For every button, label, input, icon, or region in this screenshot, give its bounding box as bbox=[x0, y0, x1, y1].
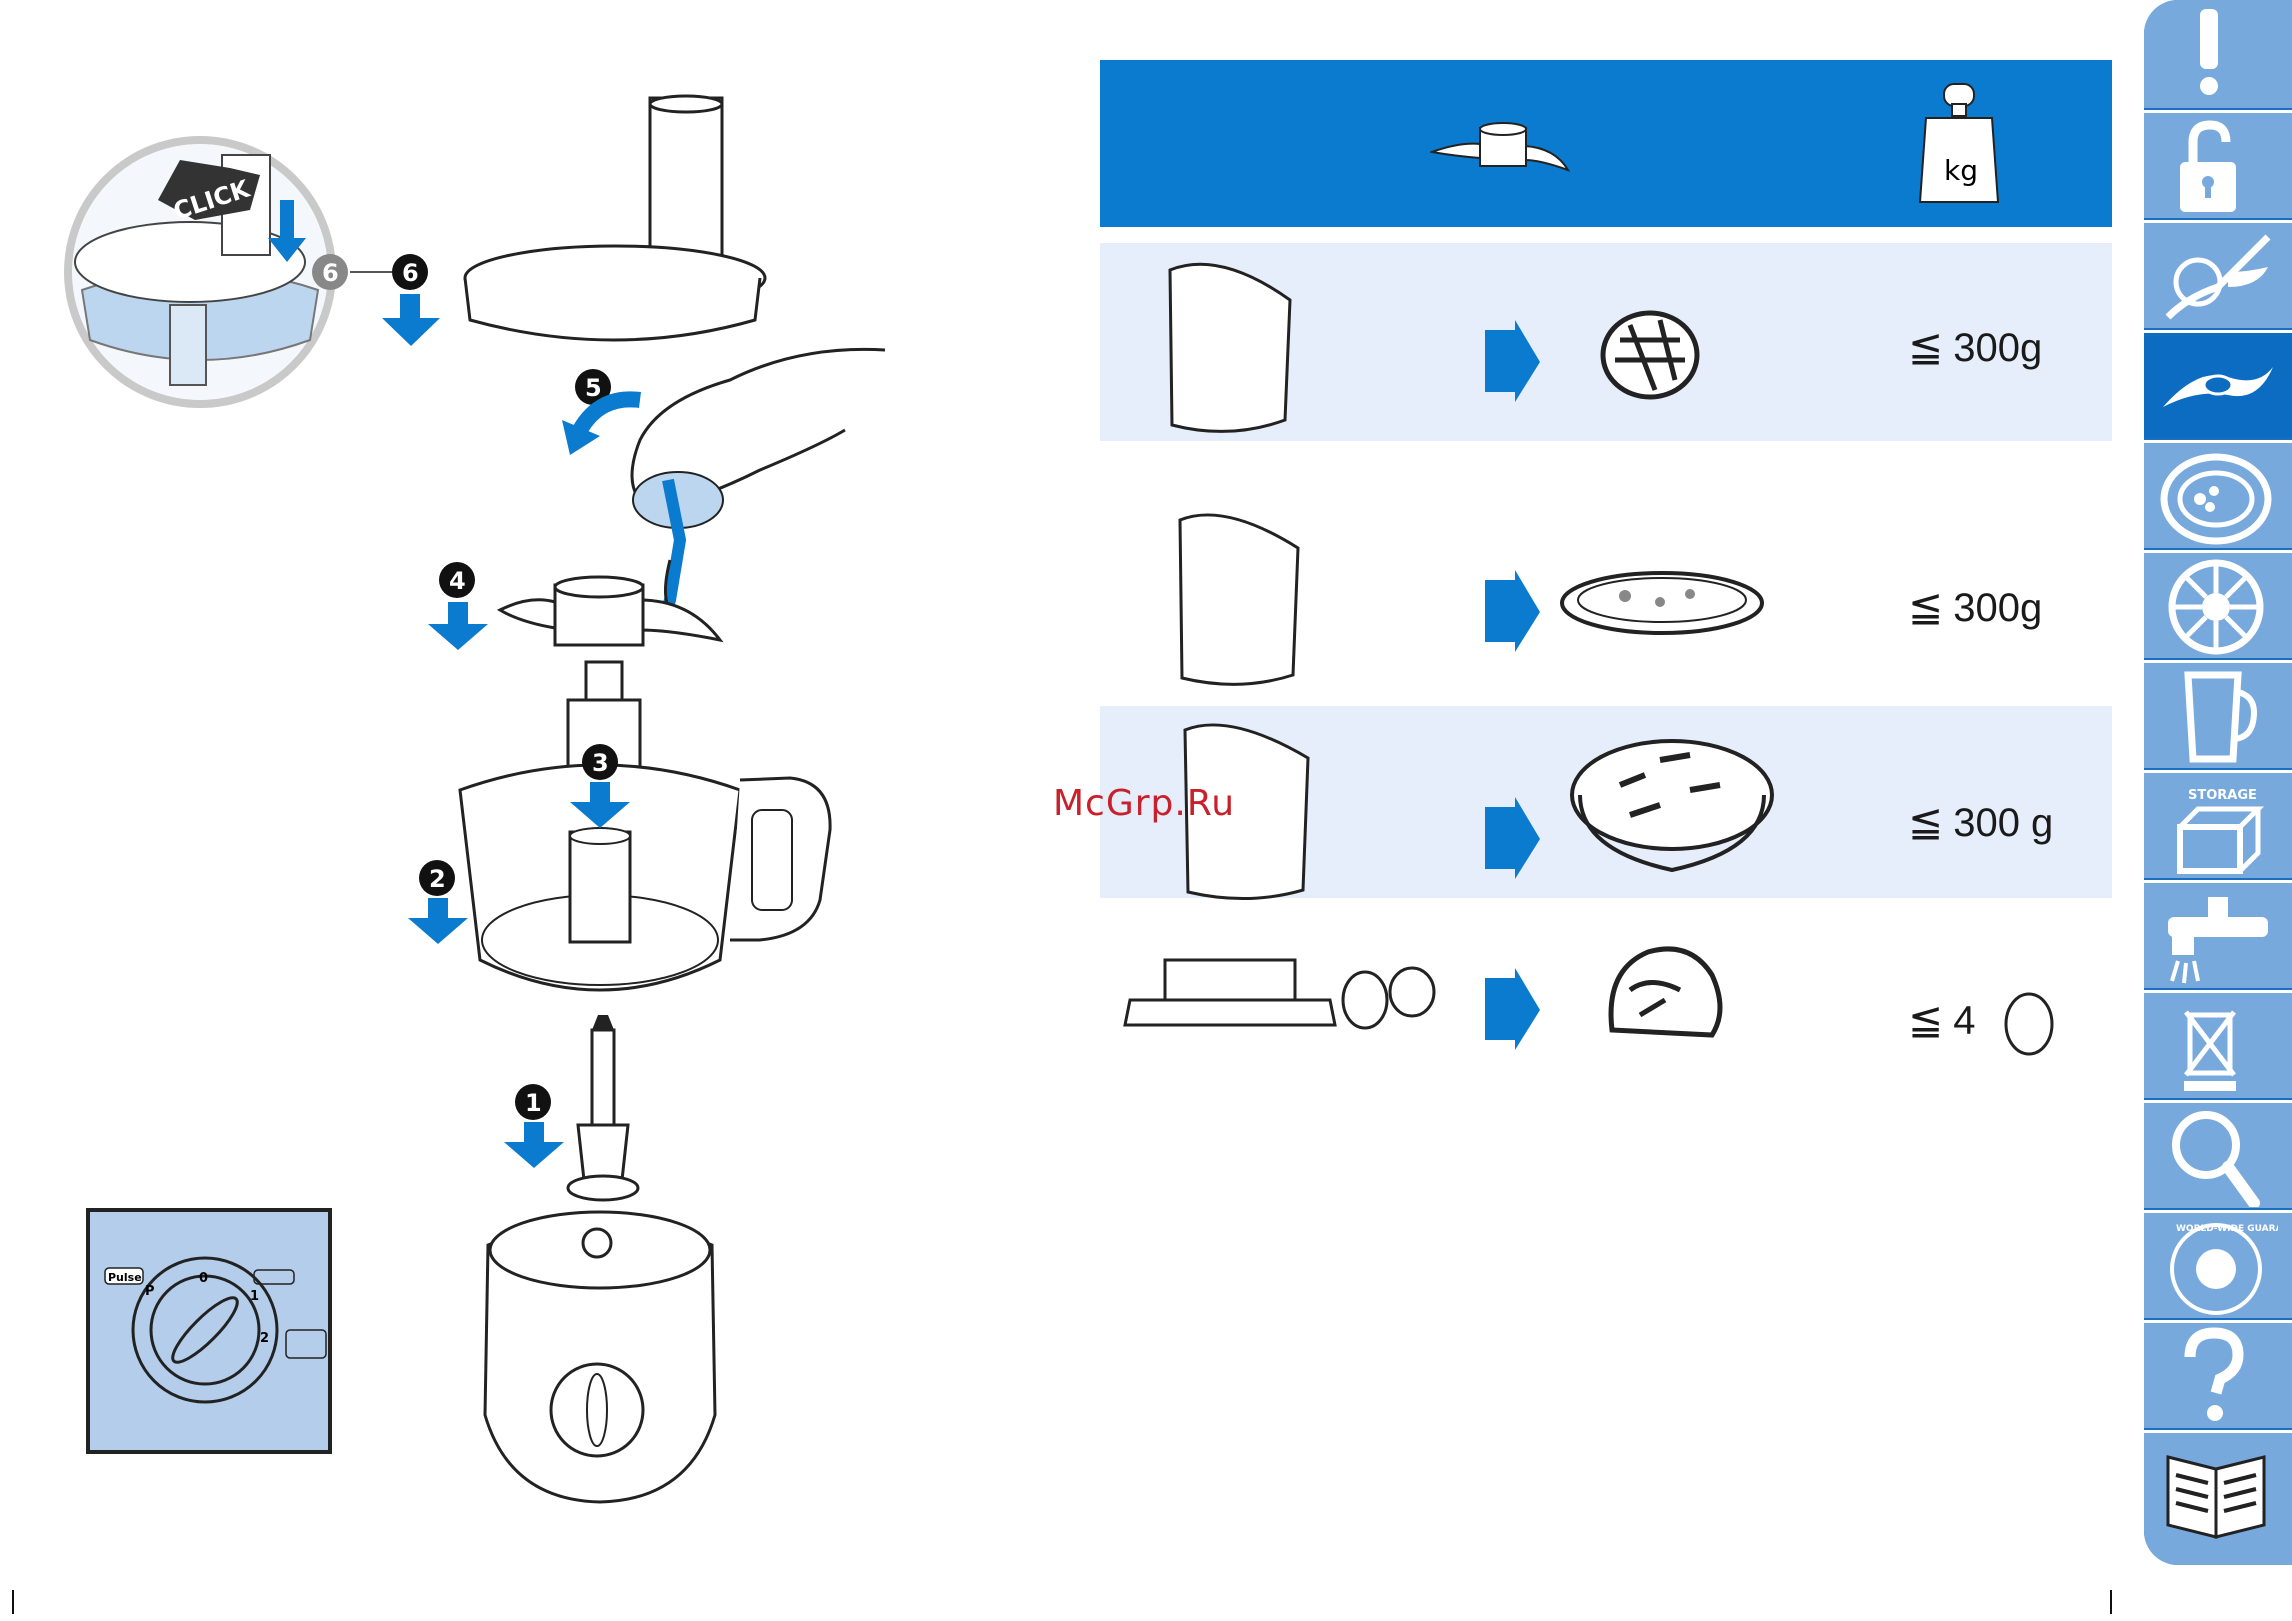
disc-icon bbox=[2158, 447, 2278, 547]
crop-mark-left bbox=[12, 1590, 14, 1614]
tab-guarantee[interactable]: WORLD-WIDE GUARANTEE bbox=[2144, 1210, 2292, 1318]
weight-unit-label: kg bbox=[1944, 154, 1978, 187]
blade-icon bbox=[1430, 112, 1570, 182]
tab-kneading-blade[interactable] bbox=[2144, 330, 2292, 438]
question-icon bbox=[2158, 1327, 2278, 1427]
table-header: kg bbox=[1100, 60, 2112, 227]
less-equal-symbol: ≦ bbox=[1908, 797, 1943, 846]
tab-question[interactable] bbox=[2144, 1320, 2292, 1428]
less-equal-symbol: ≦ bbox=[1908, 995, 1943, 1044]
control-dial-detail: Pulse P 0 1 2 bbox=[88, 1210, 330, 1452]
svg-text:4: 4 bbox=[449, 567, 466, 595]
search-icon bbox=[2158, 1107, 2278, 1207]
weight-kg-icon: kg bbox=[1918, 80, 2000, 210]
tab-warning[interactable] bbox=[2144, 0, 2292, 108]
table-row-3 bbox=[1185, 725, 1772, 899]
tab-unlock[interactable] bbox=[2144, 110, 2292, 218]
arrow-right-icon bbox=[1485, 797, 1540, 879]
quantity-row-3: ≦300 g bbox=[1908, 797, 2053, 846]
egg-icon bbox=[2001, 990, 2057, 1056]
tab-disc[interactable] bbox=[2144, 440, 2292, 548]
butter-eggs-icon bbox=[1125, 960, 1434, 1028]
tab-search[interactable] bbox=[2144, 1100, 2292, 1208]
jug-icon bbox=[2158, 667, 2278, 767]
svg-text:6: 6 bbox=[322, 259, 339, 287]
no-disposal-icon bbox=[2158, 997, 2278, 1097]
tab-manual[interactable] bbox=[2144, 1430, 2292, 1565]
quantity-row-2: ≦300g bbox=[1908, 582, 2042, 631]
svg-text:6: 6 bbox=[402, 259, 419, 287]
quantity-row-1: ≦300g bbox=[1908, 322, 2042, 371]
lid-with-feed-tube bbox=[465, 96, 765, 340]
manual-book-icon bbox=[2158, 1437, 2278, 1547]
svg-text:5: 5 bbox=[585, 374, 602, 402]
svg-text:2: 2 bbox=[429, 865, 446, 893]
pie-icon bbox=[1572, 741, 1772, 870]
dial-two-label: 2 bbox=[260, 1331, 269, 1346]
table-row-1 bbox=[1170, 264, 1697, 431]
dial-zero-label: 0 bbox=[199, 1271, 208, 1286]
assembly-illustration: CLICK 6 6 5 4 bbox=[0, 0, 1000, 1621]
motor-base bbox=[485, 1212, 715, 1502]
bowl: 3 2 bbox=[408, 662, 830, 990]
water-tap-icon bbox=[2158, 887, 2278, 987]
unlock-icon bbox=[2158, 117, 2258, 217]
guarantee-label: WORLD-WIDE GUARANTEE bbox=[2176, 1224, 2278, 1234]
click-detail-circle: CLICK bbox=[68, 140, 332, 404]
tab-storage[interactable]: STORAGE bbox=[2144, 770, 2292, 878]
flour-bag-icon bbox=[1180, 515, 1298, 684]
dial-p-label: P bbox=[145, 1284, 155, 1299]
table-row-2 bbox=[1180, 515, 1762, 684]
storage-label: STORAGE bbox=[2188, 788, 2257, 803]
arrow-right-icon bbox=[1485, 968, 1540, 1050]
kneading-blade-icon bbox=[2158, 337, 2278, 437]
tab-knife-blade[interactable] bbox=[2144, 220, 2292, 328]
cake-icon bbox=[1611, 949, 1720, 1035]
flour-bag-icon bbox=[1170, 264, 1290, 431]
pizza-icon bbox=[1562, 573, 1762, 633]
tab-water-tap[interactable] bbox=[2144, 880, 2292, 988]
quantity-row-4: ≦4 bbox=[1908, 990, 2057, 1056]
table-row-4 bbox=[1125, 949, 1720, 1050]
arrow-right-icon bbox=[1485, 320, 1540, 402]
knife-blade-icon bbox=[2158, 227, 2278, 327]
dial-pulse-label: Pulse bbox=[108, 1271, 142, 1284]
svg-text:3: 3 bbox=[592, 749, 609, 777]
storage-box-icon: STORAGE bbox=[2158, 777, 2278, 877]
drive-shaft: 1 bbox=[504, 1015, 638, 1200]
tab-jug[interactable] bbox=[2144, 660, 2292, 768]
crop-mark-right bbox=[2110, 1590, 2112, 1614]
bread-loaf-icon bbox=[1603, 313, 1697, 397]
less-equal-symbol: ≦ bbox=[1908, 322, 1943, 371]
warning-icon bbox=[2158, 4, 2258, 104]
tab-no-disposal[interactable] bbox=[2144, 990, 2292, 1098]
watermark: McGrp.Ru bbox=[1053, 783, 1235, 824]
less-equal-symbol: ≦ bbox=[1908, 582, 1943, 631]
citrus-press-icon bbox=[2158, 557, 2278, 657]
tab-citrus-press[interactable] bbox=[2144, 550, 2292, 658]
dial-one-label: 1 bbox=[250, 1289, 259, 1304]
arrow-right-icon bbox=[1485, 570, 1540, 652]
guarantee-globe-icon: WORLD-WIDE GUARANTEE bbox=[2158, 1217, 2278, 1317]
svg-text:1: 1 bbox=[525, 1089, 542, 1117]
